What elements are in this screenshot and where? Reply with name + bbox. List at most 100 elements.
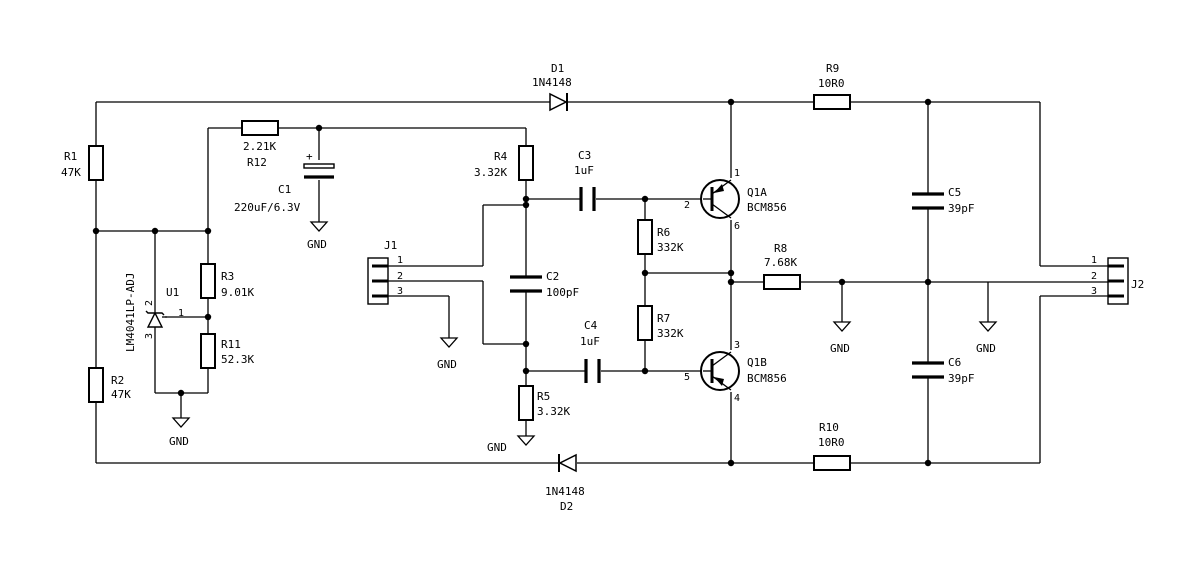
capacitor-c2: C2 100pF (510, 270, 579, 299)
q1a-pin-base: 2 (684, 200, 690, 211)
diode-d1: D1 1N4148 (532, 62, 572, 112)
ground-j2: GND (976, 321, 998, 355)
reference-u1: U1 1 2 3 LM4041LP-ADJ (124, 273, 184, 352)
q1b-pin-emitter: 4 (734, 393, 740, 404)
diode-d2: 1N4148 D2 (545, 453, 585, 513)
r11-value: 52.3K (221, 353, 254, 366)
r12-value: 2.21K (243, 140, 276, 153)
u1-value: LM4041LP-ADJ (124, 273, 137, 352)
r3-ref: R3 (221, 270, 234, 283)
d2-value: 1N4148 (545, 485, 585, 498)
r2-value: 47K (111, 388, 131, 401)
c6-value: 39pF (948, 372, 975, 385)
r5-ref: R5 (537, 390, 550, 403)
r1-ref: R1 (64, 150, 77, 163)
c5-value: 39pF (948, 202, 975, 215)
c1-value: 220uF/6.3V (234, 201, 301, 214)
c2-ref: C2 (546, 270, 559, 283)
resistor-r6: R6 332K (637, 219, 684, 255)
resistor-r12: 2.21K R12 (241, 120, 279, 169)
ground-r5: GND (487, 435, 536, 454)
capacitor-c3: C3 1uF (574, 149, 596, 211)
c3-ref: C3 (578, 149, 591, 162)
q1a-pin-emitter: 1 (734, 168, 740, 179)
r5-value: 3.32K (537, 405, 570, 418)
j1-pin-3: 3 (397, 286, 403, 297)
r2-ref: R2 (111, 374, 124, 387)
r3-value: 9.01K (221, 286, 254, 299)
r1-value: 47K (61, 166, 81, 179)
c3-value: 1uF (574, 164, 594, 177)
transistor-q1a: Q1A BCM856 1 2 6 (684, 168, 787, 232)
ground-u1: GND (169, 417, 191, 448)
q1a-pin-collector: 6 (734, 221, 740, 232)
ground-c1: GND (307, 221, 329, 251)
c2-value: 100pF (546, 286, 579, 299)
u1-ref: U1 (166, 286, 179, 299)
r6-value: 332K (657, 241, 684, 254)
r8-value: 7.68K (764, 256, 797, 269)
ground-j1-label: GND (437, 358, 457, 371)
r6-ref: R6 (657, 226, 670, 239)
junction-dots (92, 98, 932, 467)
r4-ref: R4 (494, 150, 508, 163)
j2-pin-2: 2 (1091, 271, 1097, 282)
resistor-r4: R4 3.32K (474, 145, 534, 181)
d1-value: 1N4148 (532, 76, 572, 89)
r9-value: 10R0 (818, 77, 845, 90)
ground-u1-label: GND (169, 435, 189, 448)
q1b-ref: Q1B (747, 356, 767, 369)
ground-r5-label: GND (487, 441, 507, 454)
q1b-value: BCM856 (747, 372, 787, 385)
j2-pin-1: 1 (1091, 255, 1097, 266)
r12-ref: R12 (247, 156, 267, 169)
r4-value: 3.32K (474, 166, 507, 179)
capacitor-c5: C5 39pF (912, 186, 975, 215)
q1a-value: BCM856 (747, 201, 787, 214)
resistor-r5: R5 3.32K (518, 385, 570, 421)
transistor-q1b: Q1B BCM856 3 5 4 (684, 340, 787, 404)
connector-j1: J1 1 2 3 (367, 239, 403, 305)
j1-pin-1: 1 (397, 255, 403, 266)
resistor-r10: R10 10R0 (813, 421, 851, 471)
ground-c1-label: GND (307, 238, 327, 251)
c4-ref: C4 (584, 319, 598, 332)
q1a-ref: Q1A (747, 186, 767, 199)
c6-ref: C6 (948, 356, 961, 369)
j1-pin-2: 2 (397, 271, 403, 282)
u1-pin-2: 2 (144, 300, 155, 306)
r8-ref: R8 (774, 242, 787, 255)
j1-ref: J1 (384, 239, 397, 252)
c1-plus: + (306, 150, 313, 163)
r10-ref: R10 (819, 421, 839, 434)
connector-j2: J2 1 2 3 (1091, 255, 1144, 305)
ground-r8: GND (830, 321, 852, 355)
resistor-r1: R1 47K (61, 145, 104, 181)
resistor-r2: R2 47K (88, 367, 131, 403)
ground-r8-label: GND (830, 342, 850, 355)
ground-j1: GND (437, 337, 459, 371)
resistor-r11: R11 52.3K (200, 333, 254, 369)
c1-ref: C1 (278, 183, 291, 196)
r7-ref: R7 (657, 312, 670, 325)
j2-ref: J2 (1131, 278, 1144, 291)
c5-ref: C5 (948, 186, 961, 199)
capacitor-c4: C4 1uF (580, 319, 601, 383)
j2-pin-3: 3 (1091, 286, 1097, 297)
q1b-pin-base: 5 (684, 372, 690, 383)
q1b-pin-collector: 3 (734, 340, 740, 351)
r9-ref: R9 (826, 62, 839, 75)
resistor-r7: R7 332K (637, 305, 684, 341)
capacitor-c6: C6 39pF (912, 356, 975, 385)
u1-pin-1: 1 (178, 308, 184, 319)
r10-value: 10R0 (818, 436, 845, 449)
u1-pin-3: 3 (144, 333, 155, 339)
r7-value: 332K (657, 327, 684, 340)
resistor-r9: R9 10R0 (813, 62, 851, 110)
d2-ref: D2 (560, 500, 573, 513)
ground-j2-label: GND (976, 342, 996, 355)
resistor-r3: R3 9.01K (200, 263, 254, 299)
d1-ref: D1 (551, 62, 564, 75)
c4-value: 1uF (580, 335, 600, 348)
